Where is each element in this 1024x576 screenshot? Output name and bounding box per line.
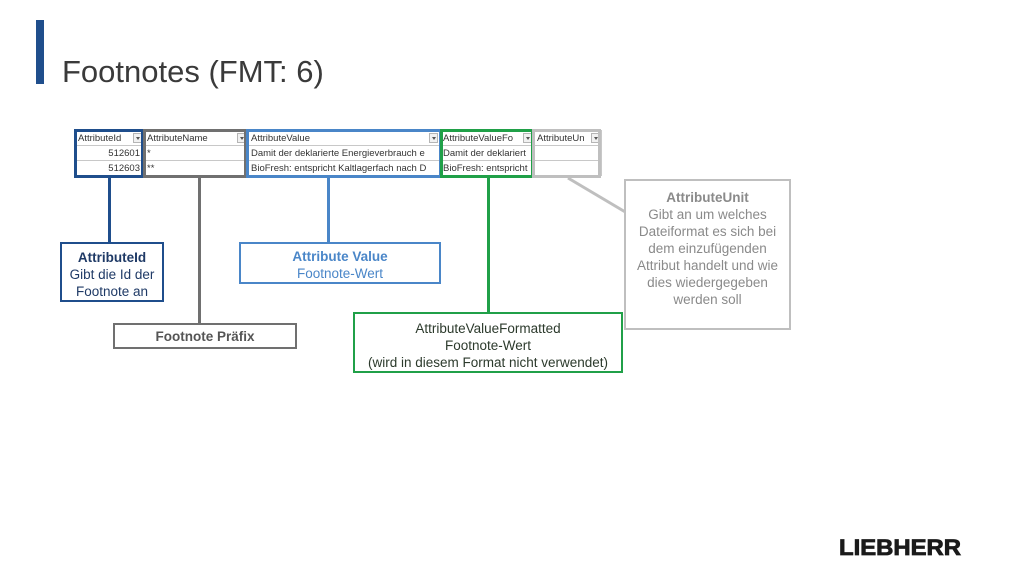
callout-attribute-value: Attribute Value Footnote-Wert — [239, 242, 441, 284]
callout-text: dem einzufügenden — [648, 241, 767, 256]
connector-attribute-id — [108, 178, 111, 242]
highlight-attribute-value-formatted — [440, 129, 534, 178]
table-row: 512603 ** BioFresh: entspricht Kaltlager… — [74, 160, 602, 176]
callout-title: AttributeValueFormatted — [415, 321, 561, 336]
callout-attribute-value-formatted: AttributeValueFormatted Footnote-Wert (w… — [353, 312, 623, 373]
logo-wordmark: LIEBHERR — [839, 536, 961, 558]
callout-attribute-unit: AttributeUnit Gibt an um welches Dateifo… — [624, 179, 791, 330]
liebherr-logo: LIEBHERR — [839, 536, 962, 558]
column-header[interactable]: AttributeName — [143, 130, 248, 146]
column-header[interactable]: AttributeValue — [247, 130, 440, 146]
callout-text: (wird in diesem Format nicht verwendet) — [367, 355, 609, 370]
callout-title: Footnote Präfix — [155, 329, 255, 344]
highlight-attribute-value — [246, 129, 442, 178]
callout-text: dies wiedergegeben — [647, 275, 768, 290]
connector-attribute-value — [327, 178, 330, 242]
callout-text: Attribut handelt und wie — [636, 258, 779, 273]
connector-attribute-value-formatted — [487, 178, 490, 313]
filter-dropdown-icon[interactable] — [429, 133, 438, 143]
highlight-attribute-unit — [532, 129, 601, 178]
title-accent-bar — [36, 20, 44, 84]
column-header[interactable]: AttributeUn — [533, 130, 602, 146]
callout-title: Attribute Value — [292, 249, 388, 264]
highlight-attribute-id — [74, 129, 144, 178]
column-header[interactable]: AttributeId — [74, 130, 144, 146]
connector-footnote-prefix — [198, 178, 201, 324]
page-title: Footnotes (FMT: 6) — [62, 54, 324, 89]
callout-text: Footnote-Wert — [444, 338, 532, 353]
callout-text: Gibt an um welches — [648, 207, 767, 222]
callout-text: Gibt die Id der — [69, 267, 155, 282]
table-row: 512601 * Damit der deklarierte Energieve… — [74, 145, 602, 161]
callout-title: AttributeId — [77, 250, 147, 265]
callout-attribute-id: AttributeId Gibt die Id der Footnote an — [60, 242, 164, 302]
callout-text: Footnote-Wert — [296, 266, 384, 281]
callout-footnote-prefix: Footnote Präfix — [113, 323, 297, 349]
callout-text: Dateiformat es sich bei — [638, 224, 777, 239]
callout-text: Footnote an — [75, 284, 149, 299]
connector-attribute-unit — [567, 176, 628, 215]
callout-text: werden soll — [673, 292, 742, 307]
callout-title: AttributeUnit — [666, 190, 749, 205]
highlight-attribute-name — [143, 129, 247, 178]
